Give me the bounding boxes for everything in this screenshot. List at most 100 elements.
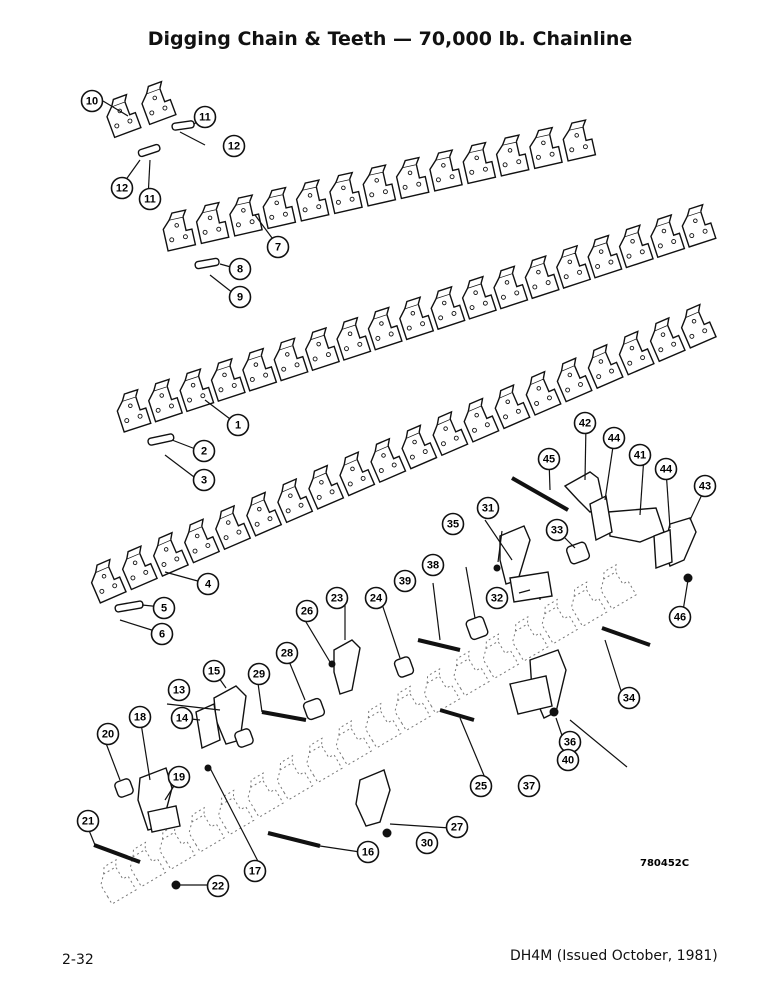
svg-text:18: 18 [134,712,146,724]
chain-link [262,186,297,230]
callout-13: 13 [167,678,191,702]
svg-text:12: 12 [116,183,128,195]
chain-link [129,841,167,888]
chain-link [512,615,549,662]
callout-42: 42 [573,411,597,435]
svg-text:40: 40 [562,755,574,767]
chain-link [195,201,230,245]
chain-link [493,265,529,310]
callout-7: 7 [266,235,290,259]
chain-link [162,209,197,252]
chain-link [188,806,226,853]
chain-link [147,378,184,423]
chain-link [152,531,190,577]
chain-link [339,451,376,497]
chain-link [362,164,397,207]
page-number: 2-32 [62,952,94,968]
callout-15: 15 [202,659,226,683]
chain-link [277,477,314,524]
svg-text:3: 3 [201,475,207,487]
chain-link [541,598,578,645]
svg-text:17: 17 [249,866,261,878]
chain-link [395,156,430,200]
chain-link [364,702,402,749]
svg-text:33: 33 [551,525,563,537]
chain-link [336,316,372,361]
svg-text:44: 44 [660,464,673,476]
svg-text:46: 46 [674,612,686,624]
chain-link [306,737,343,784]
document-id: DH4M (Issued October, 1981) [510,948,718,964]
chain-link [276,754,314,801]
callout-37: 37 [517,774,541,798]
chain-link [618,330,655,376]
svg-text:5: 5 [161,603,167,615]
chain-link [229,194,263,237]
chain-link [494,383,531,430]
chain-link [215,504,252,551]
chain-link [562,119,597,162]
callout-29: 29 [247,662,271,686]
callout-4: 4 [196,572,220,596]
svg-text:23: 23 [331,593,343,605]
callout-3: 3 [192,468,216,492]
chain-link [100,858,137,905]
callout-22: 22 [206,874,230,898]
chain-link [462,141,497,185]
figure-code: 780452C [640,858,689,869]
callout-31: 31 [476,496,500,520]
chain-link [401,424,438,470]
svg-text:29: 29 [253,669,265,681]
chain-link [247,772,284,818]
svg-text:16: 16 [362,847,374,859]
callout-45: 45 [537,447,561,471]
bushing-parts [114,541,693,890]
callout-46: 46 [668,605,692,629]
chain-link [453,650,490,697]
callout-11-b: 11 [138,187,162,211]
page-title: Digging Chain & Teeth — 70,000 lb. Chain… [147,28,633,50]
callout-41: 41 [628,443,652,467]
svg-text:11: 11 [144,194,156,206]
callout-44: 44 [602,426,626,450]
chain-link [556,244,592,289]
svg-text:14: 14 [176,713,189,725]
chain-link [524,254,560,300]
svg-text:20: 20 [102,729,114,741]
svg-text:6: 6 [159,629,165,641]
callout-17: 17 [243,859,267,883]
chain-link [680,303,717,349]
svg-text:34: 34 [623,693,636,705]
callout-20: 20 [96,722,120,746]
svg-text:45: 45 [543,454,555,466]
tooth-parts [137,471,697,833]
svg-text:22: 22 [212,881,224,893]
chain-link [529,126,563,170]
chain-link [587,343,624,390]
callout-9: 9 [228,285,252,309]
callout-2: 2 [192,439,216,463]
chain-link [681,203,717,248]
chain-link [183,518,221,564]
callout-32: 32 [485,586,509,610]
svg-text:41: 41 [634,450,646,462]
chain-link [179,368,215,413]
svg-text:44: 44 [608,433,621,445]
callout-28: 28 [275,641,299,665]
svg-text:32: 32 [491,593,503,605]
callout-18: 18 [128,705,152,729]
callout-30: 30 [415,831,439,855]
callout-38: 38 [421,553,445,577]
callout-14: 14 [170,706,194,730]
callout-19: 19 [167,765,191,789]
svg-text:24: 24 [370,593,383,605]
svg-text:7: 7 [275,242,281,254]
callout-34: 34 [617,686,641,710]
callout-6: 6 [150,622,174,646]
callout-39: 39 [393,569,417,593]
callout-43: 43 [693,474,717,498]
callout-33: 33 [545,518,569,542]
chain-link [650,213,686,259]
svg-text:26: 26 [301,606,313,618]
chain-link [461,275,497,320]
